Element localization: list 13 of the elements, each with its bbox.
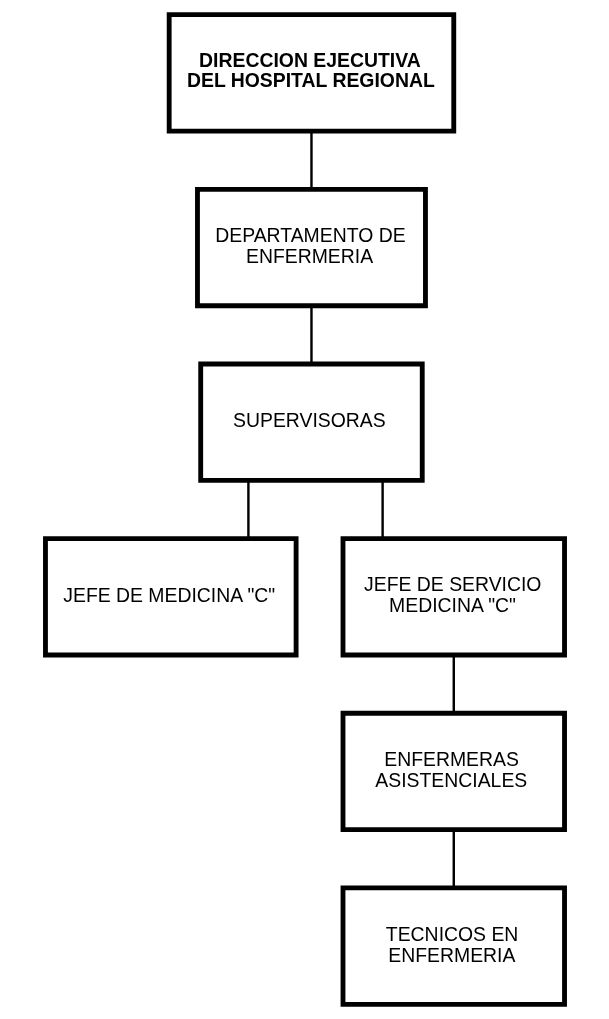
connector — [452, 830, 455, 888]
node-box: ENFERMERAS ASISTENCIALES — [340, 710, 567, 833]
connector — [309, 306, 313, 364]
node-box: DIRECCION EJECUTIVA DEL HOSPITAL REGIONAL — [166, 12, 456, 134]
connector — [246, 480, 250, 539]
node-box: TECNICOS EN ENFERMERIA — [340, 885, 567, 1007]
node-box: DEPARTAMENTO DE ENFERMERIA — [194, 186, 428, 309]
node-box: SUPERVISORAS — [197, 361, 425, 483]
connector — [452, 655, 455, 713]
connector — [309, 131, 313, 189]
connector — [380, 480, 384, 539]
node-box: JEFE DE MEDICINA "C" — [42, 536, 299, 658]
node-box: JEFE DE SERVICIO MEDICINA "C" — [340, 536, 567, 658]
